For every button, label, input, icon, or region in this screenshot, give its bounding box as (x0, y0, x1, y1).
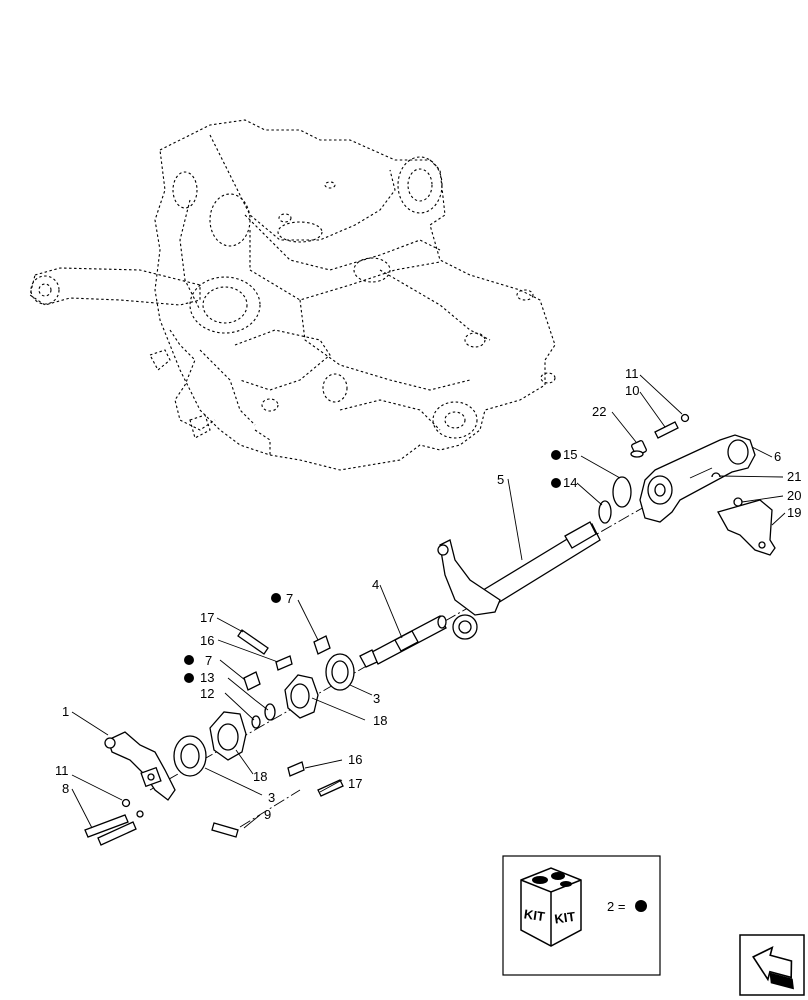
label-17-lower: 17 (348, 776, 362, 791)
label-10: 10 (625, 383, 639, 398)
label-1: 1 (62, 704, 69, 719)
part-18-clamp-upper (284, 674, 319, 719)
label-7-upper: 7 (286, 591, 293, 606)
kit-word-right: KIT (553, 909, 576, 927)
kit-legend-dot (635, 900, 647, 912)
label-3-upper: 3 (373, 691, 380, 706)
part-1-lever (104, 731, 176, 801)
part-15-ring (612, 476, 632, 508)
part-17-screw-lower (317, 779, 344, 797)
label-13: 13 (200, 670, 214, 685)
label-15: 15 (563, 447, 577, 462)
part-7-gasket-upper (313, 635, 331, 655)
label-6: 6 (774, 449, 781, 464)
label-12: 12 (200, 686, 214, 701)
part-3-bushing-upper (325, 653, 355, 691)
part-21-pin (711, 472, 721, 478)
part-4-shaft (359, 615, 447, 668)
part-11-washer-upper (680, 413, 690, 423)
part-9-screw (211, 822, 239, 838)
label-18-lower: 18 (253, 769, 267, 784)
part-14-ring (598, 500, 612, 524)
part-17-screw-upper (237, 629, 269, 655)
part-20-washer (733, 497, 743, 507)
label-11-upper: 11 (625, 366, 639, 381)
part-19-bracket-plate (717, 499, 776, 556)
part-13-ring (264, 703, 276, 721)
label-8: 8 (62, 781, 69, 796)
part-11-washer-lower (121, 798, 131, 808)
part-5-shaft (437, 521, 601, 640)
part-8-washer (136, 810, 144, 818)
callout-labels: 1 3 3 4 5 6 7 7 8 9 10 11 11 12 13 14 15… (55, 366, 801, 822)
part-16-spring-upper (275, 655, 293, 671)
label-4: 4 (372, 577, 379, 592)
part-6-tube-bracket (639, 434, 756, 523)
kit-legend-box: KIT KIT 2 = (502, 855, 661, 976)
part-12-ring (251, 715, 261, 729)
label-22: 22 (592, 404, 606, 419)
leader-lines (71, 374, 786, 829)
part-8-bolt-a (84, 814, 129, 838)
label-16-upper: 16 (200, 633, 214, 648)
part-3-bushing-lower (173, 735, 207, 777)
label-21: 21 (787, 469, 801, 484)
part-22-plug (630, 440, 647, 458)
label-7-lower: 7 (205, 653, 212, 668)
label-17-upper: 17 (200, 610, 214, 625)
label-3-lower: 3 (268, 790, 275, 805)
next-page-arrow-icon[interactable] (739, 934, 805, 996)
label-18-upper: 18 (373, 713, 387, 728)
label-16-lower: 16 (348, 752, 362, 767)
kit-legend-text: 2 = (607, 899, 625, 914)
label-11-lower: 11 (55, 763, 69, 778)
part-10-bolt (654, 421, 679, 439)
label-9: 9 (264, 807, 271, 822)
kit-box-icon: KIT KIT (520, 867, 582, 947)
label-19: 19 (787, 505, 801, 520)
label-14: 14 (563, 475, 577, 490)
part-18-clamp-lower (209, 711, 247, 761)
kit-markers (184, 450, 561, 683)
label-5: 5 (497, 472, 504, 487)
part-7-gasket-lower (243, 671, 261, 691)
label-20: 20 (787, 488, 801, 503)
part-8-bolt-b (97, 821, 137, 846)
housing-ghost-outline (29, 119, 556, 471)
part-16-spring-lower (287, 761, 305, 777)
kit-word-left: KIT (523, 906, 546, 924)
